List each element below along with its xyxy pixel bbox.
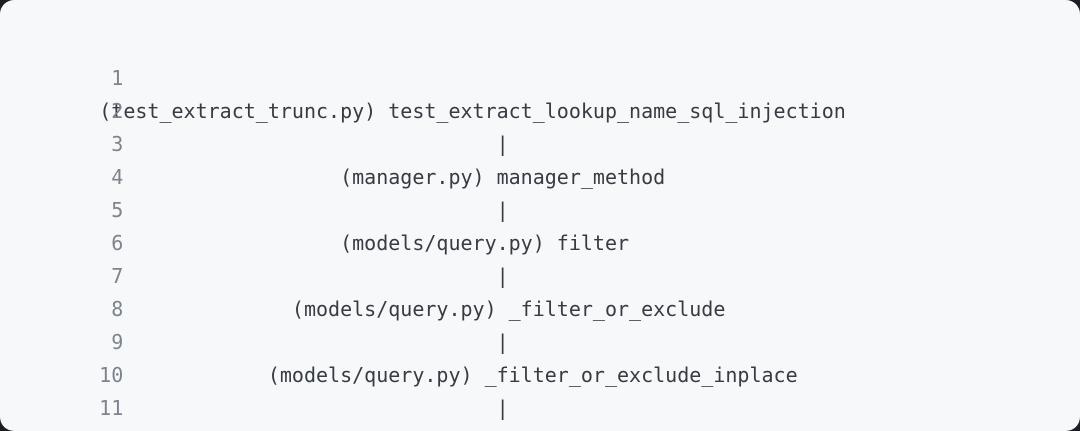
line-number: 9	[111, 330, 124, 354]
code-line: 2 |	[0, 62, 1080, 156]
code-line: 1 (test_extract_trunc.py) test_extract_l…	[0, 29, 1080, 123]
code-line-text: (models/query.py) filter	[99, 231, 630, 255]
code-line-text: |	[99, 198, 509, 222]
line-number: 5	[111, 198, 124, 222]
line-number: 10	[99, 363, 124, 387]
code-line-text: |	[99, 264, 509, 288]
code-line: 3 (manager.py) manager_method	[0, 95, 1080, 189]
line-number: 2	[111, 99, 124, 123]
code-line-text: (manager.py) manager_method	[99, 165, 666, 189]
line-number: 6	[111, 231, 124, 255]
line-number: 1	[111, 66, 124, 90]
code-line: 5 (models/query.py) filter	[0, 161, 1080, 255]
code-line: 9 (models/query.py) _filter_or_exclude_i…	[0, 293, 1080, 387]
code-line-text: |	[99, 396, 509, 420]
line-number: 7	[111, 264, 124, 288]
code-line: 11 (models/sql/query.py) add_q	[0, 359, 1080, 431]
code-line: 6 |	[0, 194, 1080, 288]
code-line-text: (models/sql/query.py) add_q	[99, 425, 653, 431]
line-number: 3	[111, 132, 124, 156]
line-number: 11	[99, 396, 124, 420]
code-line-text: (models/query.py) _filter_or_exclude	[99, 297, 726, 321]
code-line-text: (models/query.py) _filter_or_exclude_inp…	[99, 363, 798, 387]
code-line-text: |	[99, 330, 509, 354]
line-number: 8	[111, 297, 124, 321]
code-line: 7 (models/query.py) _filter_or_exclude	[0, 227, 1080, 321]
code-line: 4 |	[0, 128, 1080, 222]
line-number: 4	[111, 165, 124, 189]
code-line-text: (test_extract_trunc.py) test_extract_loo…	[99, 99, 846, 123]
code-line-text: |	[99, 132, 509, 156]
code-line: 10 |	[0, 326, 1080, 420]
code-line: 8 |	[0, 260, 1080, 354]
